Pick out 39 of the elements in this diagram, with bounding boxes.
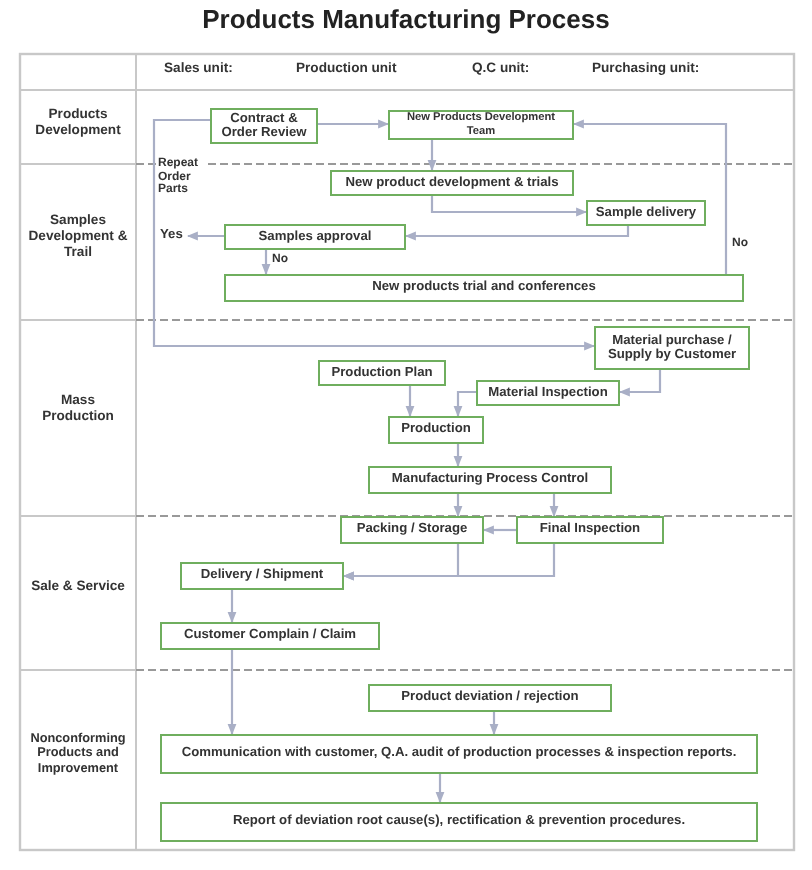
diagram-title: Products Manufacturing Process xyxy=(200,4,612,34)
process-box xyxy=(330,170,574,196)
process-box xyxy=(224,274,744,302)
connector-arrow xyxy=(318,119,390,129)
process-box xyxy=(476,380,620,406)
connector-arrow xyxy=(435,774,445,804)
connector-arrow xyxy=(227,650,237,736)
process-box xyxy=(318,360,446,386)
process-box xyxy=(160,622,380,650)
connector-arrow xyxy=(572,119,728,274)
process-box xyxy=(210,108,318,144)
connector-arrow xyxy=(549,494,559,518)
connector-arrow xyxy=(427,140,437,172)
process-box xyxy=(340,516,484,544)
connector-arrow xyxy=(453,494,463,518)
process-box xyxy=(368,684,612,712)
connector-arrow xyxy=(618,370,662,397)
connector-arrow xyxy=(227,590,237,624)
connector-arrow xyxy=(430,196,588,217)
process-box xyxy=(368,466,612,494)
connector-arrow xyxy=(453,390,476,418)
connector-arrow xyxy=(405,386,415,418)
connector-arrow xyxy=(489,712,499,736)
connector-arrow xyxy=(186,231,224,241)
connector-arrow xyxy=(404,226,630,241)
process-box xyxy=(224,224,406,250)
process-box xyxy=(160,802,758,842)
process-box xyxy=(388,416,484,444)
process-box xyxy=(180,562,344,590)
connector-arrow xyxy=(453,444,463,468)
process-box xyxy=(516,516,664,544)
connector-arrow xyxy=(342,544,556,581)
process-box xyxy=(586,200,706,226)
process-box xyxy=(594,326,750,370)
process-box xyxy=(388,110,574,140)
process-box xyxy=(160,734,758,774)
connector-arrow xyxy=(152,118,596,351)
connector-arrow xyxy=(261,250,271,276)
connector-arrow xyxy=(482,525,516,535)
